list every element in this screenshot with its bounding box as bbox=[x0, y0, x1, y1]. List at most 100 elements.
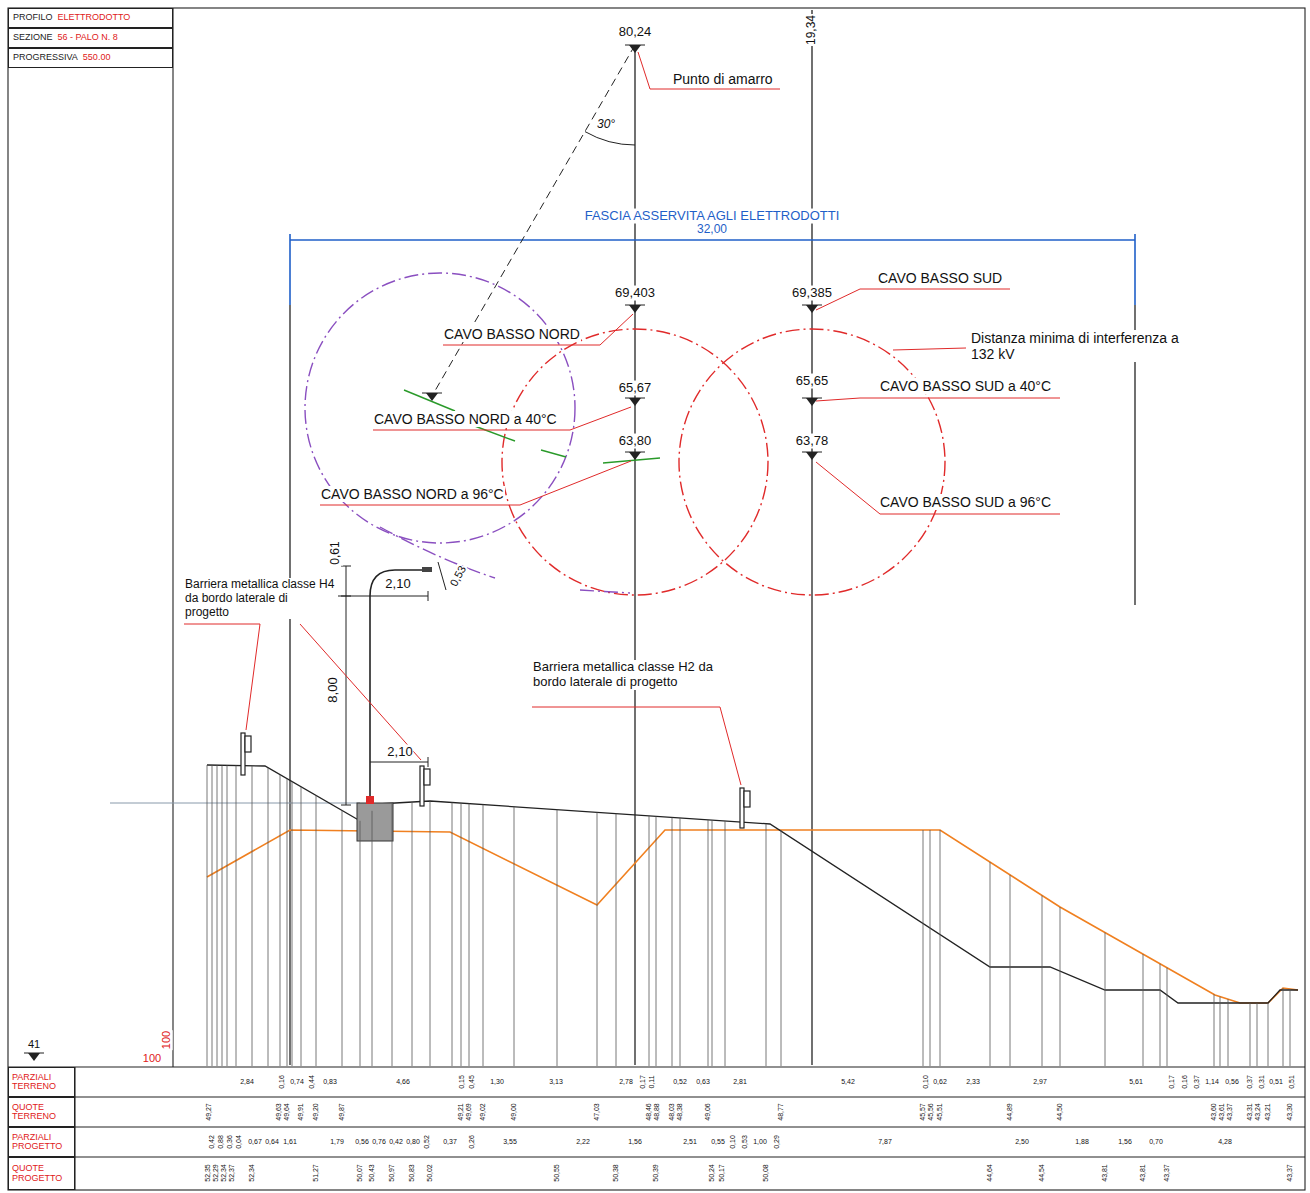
annotation-text: 65,65 bbox=[795, 374, 830, 389]
table-cell-value: 0,80 bbox=[405, 1138, 421, 1146]
table-cell-value: 2,97 bbox=[1032, 1078, 1048, 1086]
table-cell-value: 1,79 bbox=[329, 1138, 345, 1146]
annotation-text: 100 bbox=[160, 1030, 173, 1050]
table-cell-value: 48,03 bbox=[668, 1102, 676, 1122]
elevation-marker bbox=[629, 305, 641, 313]
station-line bbox=[656, 816, 657, 1066]
station-line bbox=[252, 766, 253, 1066]
station-line bbox=[469, 804, 470, 1066]
annotation-text: CAVO BASSO NORD a 40°C bbox=[373, 411, 558, 427]
table-cell-value: 43,30 bbox=[1286, 1102, 1294, 1122]
station-line bbox=[280, 775, 281, 1066]
station-line bbox=[1160, 964, 1161, 1066]
station-line bbox=[940, 830, 941, 1066]
elevation-marker bbox=[806, 305, 818, 313]
annotation-text: 0,61 bbox=[329, 540, 343, 565]
table-cell-value: 50,17 bbox=[718, 1163, 726, 1183]
table-cell-value: 49,00 bbox=[510, 1102, 518, 1122]
table-cell-value: 0,64 bbox=[264, 1138, 280, 1146]
table-cell-value: 50,24 bbox=[708, 1163, 716, 1183]
table-cell-value: 0,29 bbox=[773, 1134, 781, 1150]
table-cell-value: 48,77 bbox=[777, 1102, 785, 1122]
table-cell-value: 43,60 bbox=[1210, 1102, 1218, 1122]
table-cell-value: 43,24 bbox=[1254, 1102, 1262, 1122]
table-cell-value: 7,87 bbox=[877, 1138, 893, 1146]
table-cell-value: 43,81 bbox=[1139, 1163, 1147, 1183]
elevation-marker bbox=[806, 452, 818, 460]
table-cell-value: 3,13 bbox=[548, 1078, 564, 1086]
table-cell-value: 1,30 bbox=[489, 1078, 505, 1086]
table-cell-value: 0,31 bbox=[1258, 1074, 1266, 1090]
station-line bbox=[990, 862, 991, 1066]
table-cell-value: 0,53 bbox=[741, 1134, 749, 1150]
table-cell-value: 52,34 bbox=[248, 1163, 256, 1183]
table-cell-value: 5,42 bbox=[840, 1078, 856, 1086]
elevation-marker-bar bbox=[24, 1053, 44, 1054]
title-text: 550.00 bbox=[83, 53, 111, 63]
table-cell-value: 52,35 bbox=[204, 1163, 212, 1183]
annotation-text: 63,78 bbox=[795, 434, 830, 449]
table-cell-value: 49,20 bbox=[312, 1102, 320, 1122]
title-text: PROFILO bbox=[13, 13, 53, 23]
station-line bbox=[1010, 875, 1011, 1066]
elevation-marker-bar bbox=[802, 305, 822, 306]
annotation-text: 2,10 bbox=[386, 745, 413, 760]
title-cell: PROGRESSIVA550.00 bbox=[8, 48, 173, 68]
table-cell-value: 0,16 bbox=[278, 1074, 286, 1090]
station-line bbox=[1143, 954, 1144, 1066]
annotation-text: 69,403 bbox=[614, 286, 656, 301]
table-cell-value: 0,52 bbox=[423, 1134, 431, 1150]
station-line bbox=[923, 830, 924, 1066]
table-cell-value: 49,64 bbox=[283, 1102, 291, 1122]
station-line bbox=[301, 787, 302, 1066]
table-cell-value: 0,37 bbox=[442, 1138, 458, 1146]
table-cell-value: 0,51 bbox=[1268, 1078, 1284, 1086]
row-header-text: QUOTE PROGETTO bbox=[12, 1164, 71, 1183]
station-line bbox=[781, 830, 782, 1066]
table-cell-value: 0,83 bbox=[322, 1078, 338, 1086]
table-cell-value: 43,37 bbox=[1163, 1163, 1171, 1183]
table-cell-value: 47,03 bbox=[593, 1102, 601, 1122]
table-cell-value: 50,97 bbox=[388, 1163, 396, 1183]
elevation-marker bbox=[629, 452, 641, 460]
elevation-marker-bar bbox=[802, 452, 822, 453]
table-cell-value: 48,88 bbox=[653, 1102, 661, 1122]
table-cell-value: 0,67 bbox=[247, 1138, 263, 1146]
table-cell-value: 44,64 bbox=[986, 1163, 994, 1183]
table-cell-value: 3,55 bbox=[502, 1138, 518, 1146]
station-line bbox=[316, 795, 317, 1066]
table-cell-value: 49,69 bbox=[465, 1102, 473, 1122]
station-line bbox=[1220, 997, 1221, 1066]
annotation-text: 2,10 bbox=[384, 577, 411, 592]
table-cell-value: 49,63 bbox=[275, 1102, 283, 1122]
annotation-text: CAVO BASSO SUD a 40°C bbox=[879, 378, 1052, 394]
table-cell-value: 52,34 bbox=[220, 1163, 228, 1183]
table-cell-value: 0,44 bbox=[308, 1074, 316, 1090]
station-line bbox=[1268, 1003, 1269, 1066]
table-cell-value: 1,56 bbox=[1117, 1138, 1133, 1146]
elevation-marker bbox=[629, 45, 641, 53]
table-cell-value: 0,26 bbox=[468, 1134, 476, 1150]
table-cell-value: 0,74 bbox=[289, 1078, 305, 1086]
annotation-text: Punto di amarro bbox=[672, 71, 774, 87]
station-line bbox=[1228, 999, 1229, 1066]
annotation-text: CAVO BASSO SUD bbox=[877, 270, 1003, 286]
station-line bbox=[222, 765, 223, 1066]
design-profile bbox=[207, 765, 1298, 1003]
annotation-text: Barriera metallica classe H4 da bordo la… bbox=[184, 578, 336, 619]
table-cell-value: 44,50 bbox=[1056, 1102, 1064, 1122]
elevation-marker bbox=[28, 1053, 40, 1061]
elevation-marker-bar bbox=[625, 398, 645, 399]
elevation-marker-bar bbox=[625, 45, 645, 46]
annotation-text: 8,00 bbox=[326, 676, 341, 703]
table-cell-value: 50,39 bbox=[652, 1163, 660, 1183]
table-cell-value: 2,84 bbox=[239, 1078, 255, 1086]
table-cell-value: 0,11 bbox=[648, 1074, 656, 1089]
table-cell-value: 2,81 bbox=[732, 1078, 748, 1086]
table-cell-value: 45,56 bbox=[927, 1102, 935, 1122]
table-cell-value: 0,17 bbox=[639, 1074, 647, 1090]
table-cell-value: 1,00 bbox=[752, 1138, 768, 1146]
table-cell-value: 0,42 bbox=[208, 1134, 216, 1150]
annotation-text: 69,385 bbox=[791, 286, 833, 301]
elevation-marker-bar bbox=[422, 393, 442, 394]
